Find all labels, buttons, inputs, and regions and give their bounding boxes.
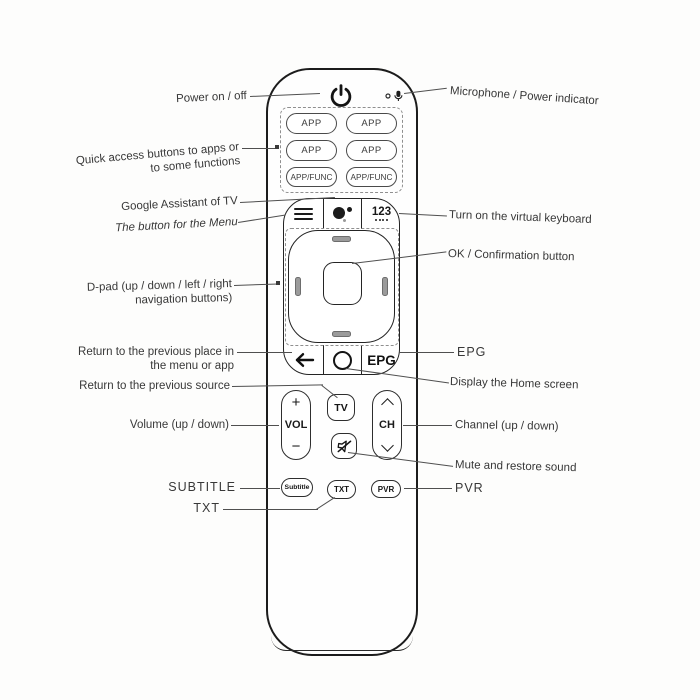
google-assistant-button[interactable] xyxy=(323,199,362,229)
label-mic: Microphone / Power indicator xyxy=(449,85,599,108)
app-button[interactable]: APP xyxy=(286,140,337,161)
app-button[interactable]: APP xyxy=(346,140,397,161)
app-func-button[interactable]: APP/FUNC xyxy=(346,167,397,187)
label-channel: Channel (up / down) xyxy=(454,419,559,433)
home-circle-icon xyxy=(333,350,352,370)
leader-line-channel xyxy=(403,425,452,426)
label-return-place-line2: the menu or app xyxy=(150,360,234,372)
home-button[interactable] xyxy=(323,345,362,375)
dpad-up-tick[interactable] xyxy=(332,236,351,242)
remote-bottom-edge xyxy=(271,636,413,651)
label-keyboard: Turn on the virtual keyboard xyxy=(448,209,592,226)
leader-dot xyxy=(276,281,280,285)
dpad-left-tick[interactable] xyxy=(295,277,301,296)
label-return-place: Return to the previous place in the menu… xyxy=(78,345,234,373)
channel-button[interactable]: CH xyxy=(372,390,402,460)
virtual-keyboard-button[interactable]: 123 xyxy=(362,199,401,229)
channel-label: CH xyxy=(379,419,395,431)
chevron-up-icon[interactable] xyxy=(380,398,394,411)
epg-button[interactable]: EPG xyxy=(362,345,401,375)
leader-line-return-place xyxy=(237,352,292,353)
label-subtitle: SUBTITLE xyxy=(168,480,236,494)
leader-line-subtitle xyxy=(240,488,280,489)
back-button[interactable] xyxy=(284,345,323,375)
label-mute: Mute and restore sound xyxy=(454,459,577,475)
divider xyxy=(361,199,362,229)
power-button[interactable] xyxy=(326,81,356,111)
app-button[interactable]: APP xyxy=(346,113,397,134)
app-button[interactable]: APP xyxy=(286,113,337,134)
txt-button-label: TXT xyxy=(333,485,350,494)
subtitle-button-label: Subtitle xyxy=(284,484,310,491)
leader-line-quick-access xyxy=(242,148,278,149)
label-epg: EPG xyxy=(457,345,487,359)
leader-line-volume xyxy=(231,425,279,426)
label-return-source: Return to the previous source xyxy=(79,380,230,392)
divider xyxy=(323,345,324,374)
txt-button[interactable]: TXT xyxy=(327,480,356,499)
dpad-right-tick[interactable] xyxy=(382,277,388,296)
google-assistant-icon xyxy=(332,205,354,223)
dpad[interactable] xyxy=(288,230,395,343)
ok-button[interactable] xyxy=(323,262,362,305)
microphone-indicator-icon xyxy=(384,89,406,101)
pvr-button[interactable]: PVR xyxy=(371,480,401,498)
mute-speaker-icon xyxy=(337,439,351,452)
label-home: Display the Home screen xyxy=(449,376,579,392)
menu-button[interactable] xyxy=(284,199,323,229)
tv-source-button[interactable]: TV xyxy=(327,394,355,421)
volume-up-label[interactable]: + xyxy=(291,394,301,411)
dpad-down-tick[interactable] xyxy=(332,331,351,337)
tv-button-label: TV xyxy=(334,401,348,414)
back-arrow-icon xyxy=(295,353,314,368)
label-dpad: D-pad (up / down / left / right navigati… xyxy=(87,277,233,309)
label-assistant: Google Assistant of TV xyxy=(121,195,239,214)
chevron-down-icon[interactable] xyxy=(380,439,394,452)
mute-button[interactable] xyxy=(331,433,357,459)
label-pvr: PVR xyxy=(455,481,484,495)
leader-dot xyxy=(275,145,279,149)
volume-down-label[interactable]: − xyxy=(291,438,301,455)
epg-button-label: EPG xyxy=(367,352,396,368)
navigation-cluster: 123 EPG xyxy=(283,198,400,375)
dpad-outline xyxy=(285,228,399,346)
label-menu: The button for the Menu xyxy=(115,216,239,235)
subtitle-button[interactable]: Subtitle xyxy=(281,478,313,497)
leader-line-txt xyxy=(223,509,318,510)
app-func-button[interactable]: APP/FUNC xyxy=(286,167,337,187)
label-power: Power on / off xyxy=(176,90,248,106)
remote-body: APP APP APP APP APP/FUNC APP/FUNC xyxy=(266,68,418,656)
label-return-place-line1: Return to the previous place in xyxy=(78,346,234,358)
pvr-button-label: PVR xyxy=(377,484,395,494)
divider xyxy=(323,199,324,229)
label-ok: OK / Confirmation button xyxy=(447,248,575,264)
volume-button[interactable]: + VOL − xyxy=(281,390,311,460)
label-quick-access: Quick access buttons to apps or to some … xyxy=(76,140,241,182)
virtual-keyboard-icon: 123 xyxy=(372,206,391,222)
label-volume: Volume (up / down) xyxy=(129,419,229,431)
leader-line-pvr xyxy=(404,488,452,489)
divider xyxy=(361,345,362,374)
power-icon xyxy=(330,84,352,107)
label-txt: TXT xyxy=(193,501,220,515)
quick-access-panel: APP APP APP APP APP/FUNC APP/FUNC xyxy=(280,107,403,193)
volume-label: VOL xyxy=(284,419,308,431)
menu-icon xyxy=(294,207,313,221)
leader-line-epg xyxy=(399,352,454,353)
